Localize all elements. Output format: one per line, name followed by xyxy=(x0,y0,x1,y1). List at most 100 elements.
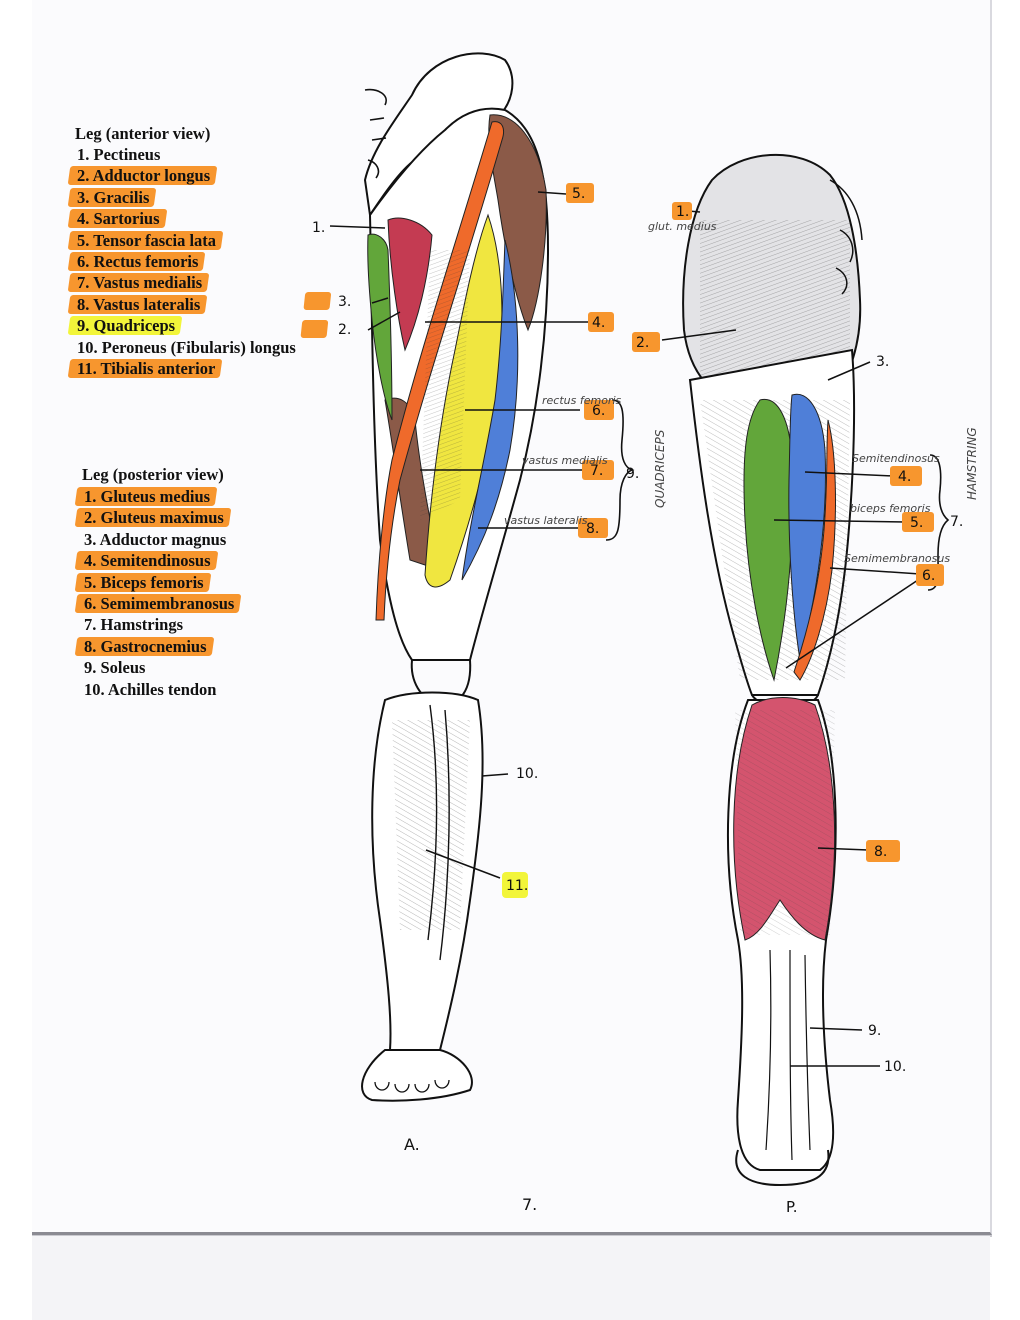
note-biceps-femoris: biceps femoris xyxy=(850,502,931,515)
legend-item-text: 10. Achilles tendon xyxy=(84,679,217,699)
legend-item-text: 10. Peroneus (Fibularis) longus xyxy=(77,337,296,357)
anterior-legend-title: Leg (anterior view) xyxy=(75,124,211,143)
anterior-label-2: 2. xyxy=(338,322,351,338)
anterior-foot xyxy=(361,1049,473,1102)
legend-item-text: 1. Gluteus medius xyxy=(84,487,211,506)
anterior-legend-item: 3. Gracilis xyxy=(67,187,157,208)
posterior-leader-lines xyxy=(661,209,921,1067)
posterior-legend-item: 7. Hamstrings xyxy=(82,614,183,635)
anterior-legend-item: 9. Quadriceps xyxy=(67,315,183,336)
posterior-label-9: 9. xyxy=(868,1023,881,1039)
note-hamstring: HAMSTRING xyxy=(965,427,979,500)
posterior-legend-item: 4. Semitendinosus xyxy=(74,550,218,571)
posterior-label-highlights xyxy=(632,202,944,862)
legend-item-text: 11. Tibialis anterior xyxy=(77,359,216,378)
posterior-label-5: 5. xyxy=(910,515,923,531)
achilles-tendon-lines xyxy=(765,949,811,1161)
posterior-legend-item: 9. Soleus xyxy=(82,657,145,678)
note-glut-medius: glut. medius xyxy=(648,220,717,233)
posterior-label-10: 10. xyxy=(884,1059,906,1075)
legend-item-text: 8. Gastrocnemius xyxy=(84,636,207,656)
note-vastus-medialis: vastus medialis xyxy=(522,454,608,467)
posterior-legend-item: 3. Adductor magnus xyxy=(82,529,226,550)
posterior-label-2: 2. xyxy=(636,335,649,351)
note-quadriceps: QUADRICEPS xyxy=(653,429,667,508)
anterior-label-1: 1. xyxy=(312,220,325,236)
anterior-label-4: 4. xyxy=(592,315,605,331)
anterior-label-6: 6. xyxy=(592,403,605,419)
legend-item-text: 4. Semitendinosus xyxy=(84,551,211,571)
legend-item-text: 7. Hamstrings xyxy=(84,615,183,635)
posterior-heel xyxy=(735,1149,830,1187)
legend-item-text: 5. Tensor fascia lata xyxy=(77,230,217,250)
legend-item-text: 4. Sartorius xyxy=(77,209,160,229)
legend-item-text: 6. Semimembranosus xyxy=(84,594,235,613)
anterior-handwritten-notes: rectus femoris vastus medialis vastus la… xyxy=(504,394,667,527)
posterior-caption: P. xyxy=(786,1198,797,1216)
posterior-legend-item: 6. Semimembranosus xyxy=(74,593,242,614)
legend-item-text: 2. Adductor longus xyxy=(77,166,211,186)
posterior-legend-item: 1. Gluteus medius xyxy=(74,486,218,507)
legend-item-text: 1. Pectineus xyxy=(77,145,161,164)
posterior-legend-title: Leg (posterior view) xyxy=(82,465,224,484)
anterior-leg-figure: 1. 3. 2. 4. 5. 6. 7. 8. 9. 10. 11. rectu… xyxy=(300,52,667,1154)
anterior-number-labels: 1. 3. 2. 4. 5. 6. 7. 8. 9. 10. 11. xyxy=(312,186,639,894)
posterior-label-4: 4. xyxy=(898,469,911,485)
anterior-legend-item: 6. Rectus femoris xyxy=(67,251,206,272)
legend-item-text: 6. Rectus femoris xyxy=(77,252,199,271)
legend-item-text: 5. Biceps femoris xyxy=(84,572,204,592)
anterior-legend-item: 4. Sartorius xyxy=(67,208,167,229)
gastrocnemius-hatching xyxy=(735,710,835,935)
adductor-longus-muscle xyxy=(387,217,433,352)
anterior-label-10: 10. xyxy=(516,766,538,782)
anterior-legend-item: 7. Vastus medialis xyxy=(67,272,210,293)
legend-item-text: 9. Soleus xyxy=(84,658,146,678)
posterior-label-8: 8. xyxy=(874,844,887,860)
legend-item-text: 3. Gracilis xyxy=(77,187,150,207)
posterior-label-1: 1. xyxy=(676,204,689,220)
anterior-legend-item: 5. Tensor fascia lata xyxy=(67,230,224,251)
posterior-label-7: 7. xyxy=(950,514,963,530)
gluteus-maximus-hatching xyxy=(700,220,850,390)
posterior-legend-item: 8. Gastrocnemius xyxy=(74,636,214,657)
posterior-legend-item: 5. Biceps femoris xyxy=(74,572,211,593)
posterior-pelvis-edge xyxy=(829,179,863,295)
note-rectus-femoris: rectus femoris xyxy=(542,394,622,407)
posterior-legend-item: 10. Achilles tendon xyxy=(82,679,216,700)
posterior-label-3: 3. xyxy=(876,354,889,370)
quadriceps-bracket xyxy=(605,399,635,541)
posterior-legend-item: 2. Gluteus maximus xyxy=(74,507,232,528)
anterior-thigh-hatching xyxy=(420,250,470,520)
legend-item-text: 2. Gluteus maximus xyxy=(84,508,224,528)
posterior-handwritten-notes: glut. medius Semitendinosus biceps femor… xyxy=(648,220,979,565)
legend-item-text: 3. Adductor magnus xyxy=(84,529,227,549)
anterior-legend-item: 8. Vastus lateralis xyxy=(67,294,208,315)
tibialis-anterior-lines xyxy=(427,704,450,961)
anterior-legend-item: 11. Tibialis anterior xyxy=(67,358,223,379)
anterior-label-9: 9. xyxy=(626,466,639,482)
vastus-medialis-muscle xyxy=(461,239,519,581)
legend-item-text: 9. Quadriceps xyxy=(77,316,176,336)
note-semitendinosus: Semitendinosus xyxy=(852,452,940,465)
anterior-label-3: 3. xyxy=(338,294,351,310)
gracilis-muscle xyxy=(367,233,393,421)
anterior-label-7: 7. xyxy=(590,463,603,479)
anterior-sacrum-outline xyxy=(364,88,387,179)
note-vastus-lateralis: vastus lateralis xyxy=(504,514,588,527)
anterior-leader-lines xyxy=(329,191,590,879)
page-bottom-margin xyxy=(32,1236,990,1320)
posterior-leg-figure: 1. 2. 3. 4. 5. 6. 7. 8. 9. 10. glut. med… xyxy=(632,154,979,1216)
anterior-label-8: 8. xyxy=(586,521,599,537)
anterior-legend-item: 1. Pectineus xyxy=(75,144,160,165)
anterior-label-highlights xyxy=(300,183,614,898)
anterior-lower-leg-hatching xyxy=(392,720,470,930)
anterior-label-5: 5. xyxy=(572,186,585,202)
anterior-caption: A. xyxy=(404,1135,420,1154)
legend-item-text: 8. Vastus lateralis xyxy=(77,294,201,314)
posterior-label-6: 6. xyxy=(922,568,935,584)
note-semimembranosus: Semimembranosus xyxy=(844,552,950,565)
page-number: 7. xyxy=(522,1195,537,1214)
semimembranosus-muscle xyxy=(793,419,836,681)
posterior-number-labels: 1. 2. 3. 4. 5. 6. 7. 8. 9. 10. xyxy=(636,204,963,1075)
